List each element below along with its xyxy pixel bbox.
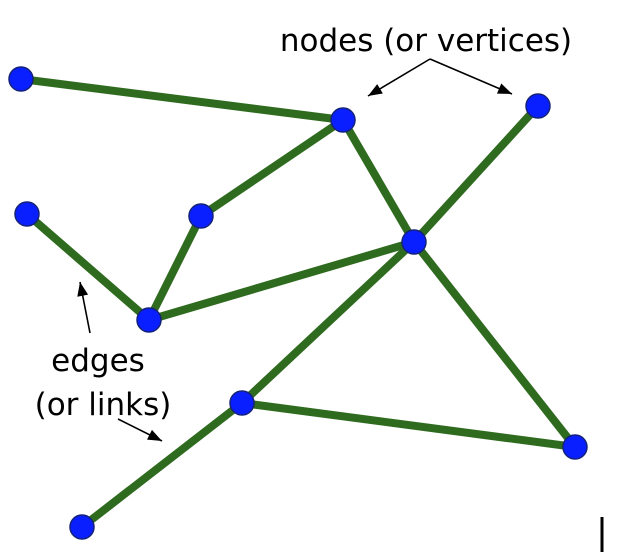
graph-edge: [20, 75, 344, 124]
edges-label-line2: (or links): [35, 387, 172, 423]
graph-edge: [147, 238, 416, 324]
graph-edge: [24, 210, 152, 324]
graph-edge: [411, 103, 541, 245]
graph-node: [69, 514, 95, 540]
graph-edge: [339, 117, 418, 245]
nodes-label: nodes (or vertices): [280, 23, 572, 59]
edges-arrow-down: [117, 418, 163, 442]
graph-node: [14, 201, 40, 227]
annotation-arrows: [77, 58, 513, 442]
graph-edge: [79, 399, 245, 531]
graph-node: [401, 229, 427, 255]
edges-arrow-up: [77, 281, 91, 334]
graph-node: [136, 307, 162, 333]
graph-node: [330, 107, 356, 133]
nodes-arrow-right: [429, 58, 513, 95]
graph-edge: [241, 399, 576, 451]
graph-edge: [410, 239, 579, 450]
graph-node: [562, 434, 588, 460]
graph-nodes: [8, 66, 588, 540]
graph-edge: [198, 116, 346, 220]
graph-node: [188, 203, 214, 229]
graph-edge: [145, 214, 205, 322]
edges-label-line1: edges: [51, 343, 145, 379]
graph-node: [8, 66, 34, 92]
graph-edge: [239, 239, 417, 406]
graph-node: [525, 93, 551, 119]
graph-edges: [20, 75, 579, 531]
graph-node: [229, 390, 255, 416]
nodes-arrow-left: [367, 58, 431, 97]
